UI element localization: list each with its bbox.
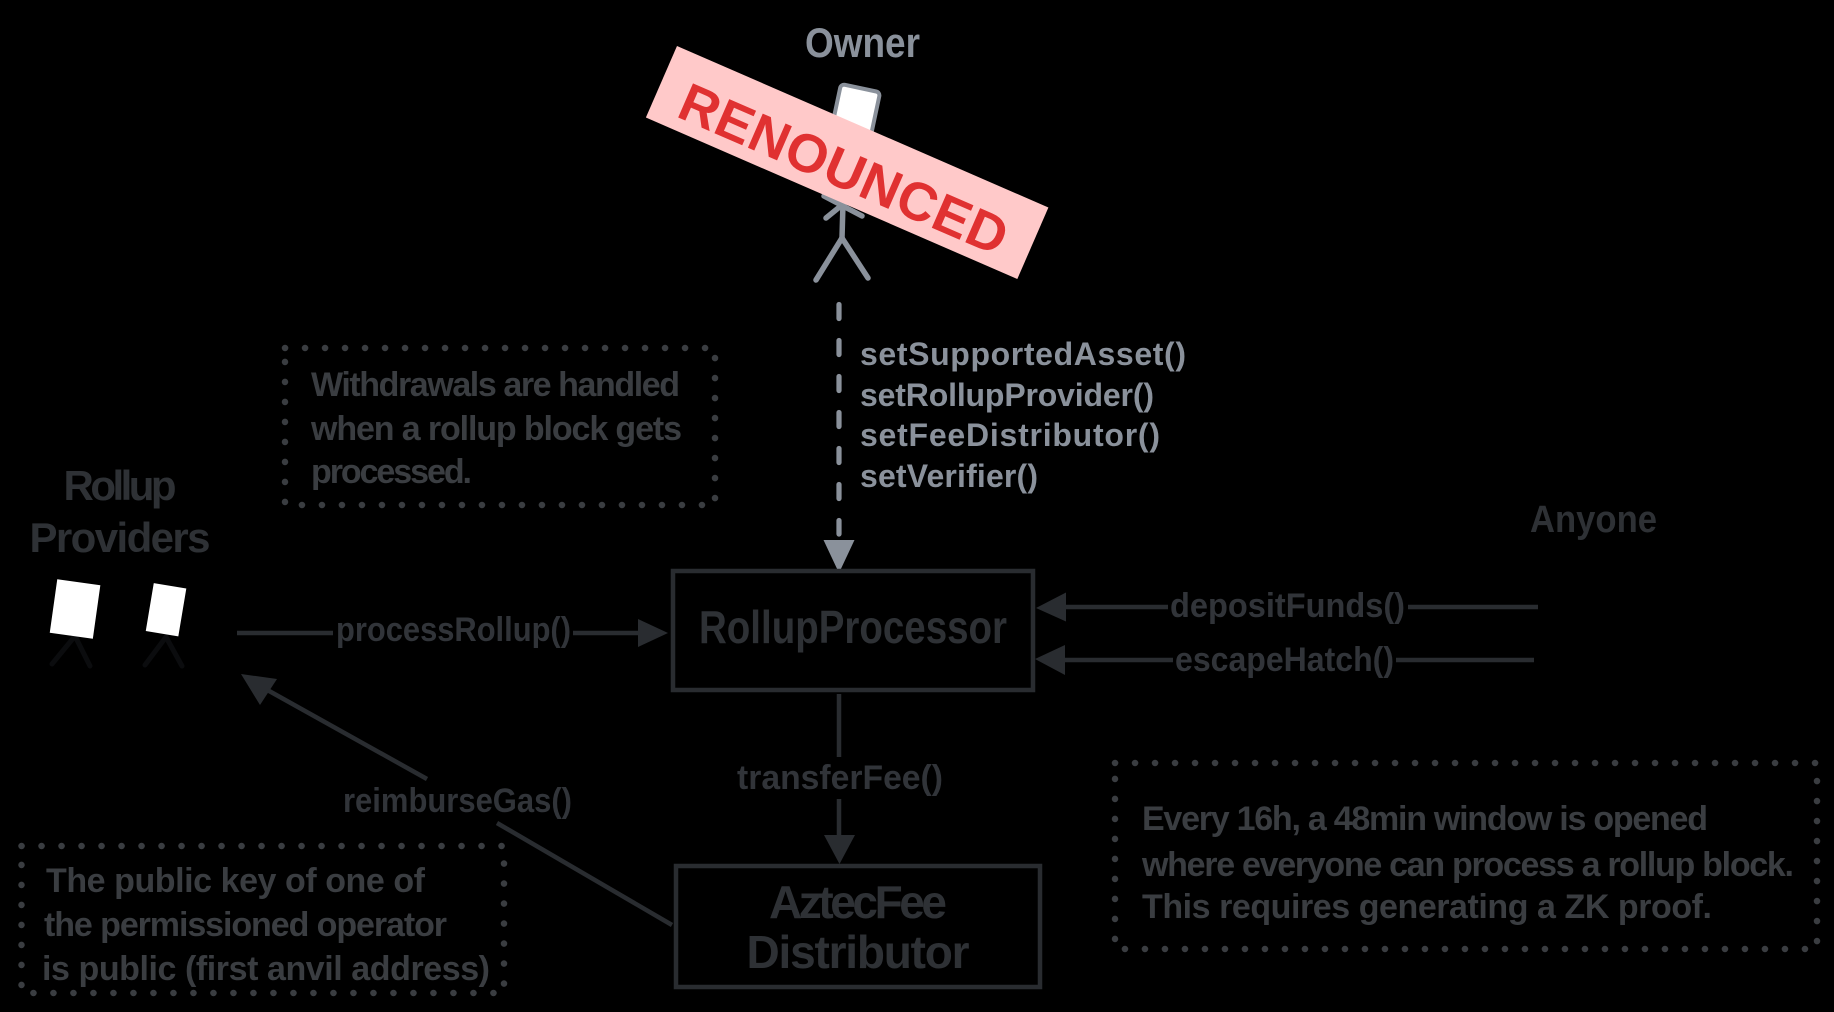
- svg-text:AztecFee: AztecFee: [769, 876, 947, 928]
- svg-text:Rollup: Rollup: [64, 462, 177, 509]
- svg-text:RollupProcessor: RollupProcessor: [699, 601, 1007, 653]
- svg-text:Providers: Providers: [30, 514, 211, 561]
- svg-text:where everyone can process a r: where everyone can process a rollup bloc…: [1141, 846, 1794, 884]
- svg-text:Distributor: Distributor: [747, 926, 970, 978]
- svg-text:Every 16h, a 48min window is o: Every 16h, a 48min window is opened: [1142, 800, 1708, 838]
- svg-text:setSupportedAsset(): setSupportedAsset(): [860, 336, 1186, 372]
- svg-text:Anyone: Anyone: [1530, 499, 1657, 541]
- svg-text:transferFee(): transferFee(): [737, 759, 943, 797]
- svg-text:setVerifier(): setVerifier(): [860, 458, 1038, 494]
- svg-text:processRollup(): processRollup(): [336, 611, 571, 649]
- svg-text:the permissioned operator: the permissioned operator: [44, 906, 447, 944]
- svg-text:setFeeDistributor(): setFeeDistributor(): [860, 417, 1160, 453]
- svg-text:setRollupProvider(): setRollupProvider(): [860, 377, 1154, 413]
- svg-text:The public key of one of: The public key of one of: [46, 862, 426, 900]
- svg-text:reimburseGas(): reimburseGas(): [343, 782, 572, 820]
- svg-text:Owner: Owner: [805, 19, 920, 66]
- svg-text:Withdrawals are handled: Withdrawals are handled: [311, 366, 680, 404]
- svg-text:is public (first anvil address: is public (first anvil address): [42, 950, 490, 988]
- svg-text:depositFunds(): depositFunds(): [1170, 587, 1405, 625]
- svg-text:processed.: processed.: [311, 453, 472, 491]
- svg-text:This requires generating a ZK: This requires generating a ZK proof.: [1142, 888, 1712, 926]
- svg-text:when a rollup block gets: when a rollup block gets: [310, 410, 682, 448]
- svg-text:escapeHatch(): escapeHatch(): [1175, 641, 1394, 679]
